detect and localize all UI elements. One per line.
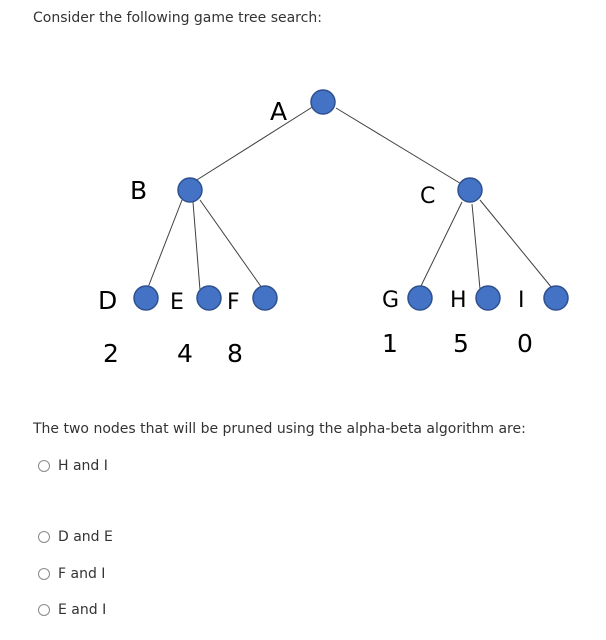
label-b: B [130, 176, 147, 205]
label-a: A [270, 97, 287, 126]
value-d: 2 [103, 339, 119, 368]
option-e-and-i[interactable]: E and I [38, 602, 106, 618]
value-g: 1 [382, 329, 398, 358]
node-i [543, 285, 569, 311]
option-f-and-i[interactable]: F and I [38, 566, 105, 582]
option-label: F and I [58, 566, 106, 582]
value-i: 0 [517, 329, 533, 358]
radio-button[interactable] [38, 568, 50, 580]
option-label: E and I [58, 602, 107, 618]
label-g: G [382, 288, 399, 313]
radio-button[interactable] [38, 604, 50, 616]
option-h-and-i[interactable]: H and I [38, 458, 108, 474]
value-e: 4 [177, 339, 193, 368]
node-c [457, 177, 483, 203]
node-e [196, 285, 222, 311]
option-label: H and I [58, 458, 108, 474]
option-label: D and E [58, 529, 113, 545]
radio-button[interactable] [38, 460, 50, 472]
node-h [475, 285, 501, 311]
node-g [407, 285, 433, 311]
edge-b-d [146, 199, 183, 291]
question-intro: Consider the following game tree search: [33, 10, 322, 26]
value-h: 5 [453, 329, 469, 358]
label-e: E [170, 290, 184, 315]
value-f: 8 [227, 339, 243, 368]
edge-b-e [192, 201, 201, 291]
label-d: D [98, 286, 117, 315]
node-f [252, 285, 278, 311]
question-text: The two nodes that will be pruned using … [33, 421, 526, 437]
label-h: H [450, 288, 467, 313]
edge-a-b [191, 105, 315, 184]
node-b [177, 177, 203, 203]
edge-c-h [471, 203, 481, 290]
node-a [310, 89, 336, 115]
label-i: I [518, 288, 525, 313]
edge-c-g [419, 201, 463, 289]
label-f: F [227, 290, 240, 315]
radio-button[interactable] [38, 531, 50, 543]
node-d [133, 285, 159, 311]
edge-c-i [479, 199, 553, 289]
game-tree-diagram: A B C D E F G H I 2 4 8 1 5 0 [98, 89, 569, 368]
edge-b-f [199, 199, 263, 289]
label-c: C [420, 184, 435, 209]
edge-a-c [335, 107, 464, 186]
option-d-and-e[interactable]: D and E [38, 529, 113, 545]
